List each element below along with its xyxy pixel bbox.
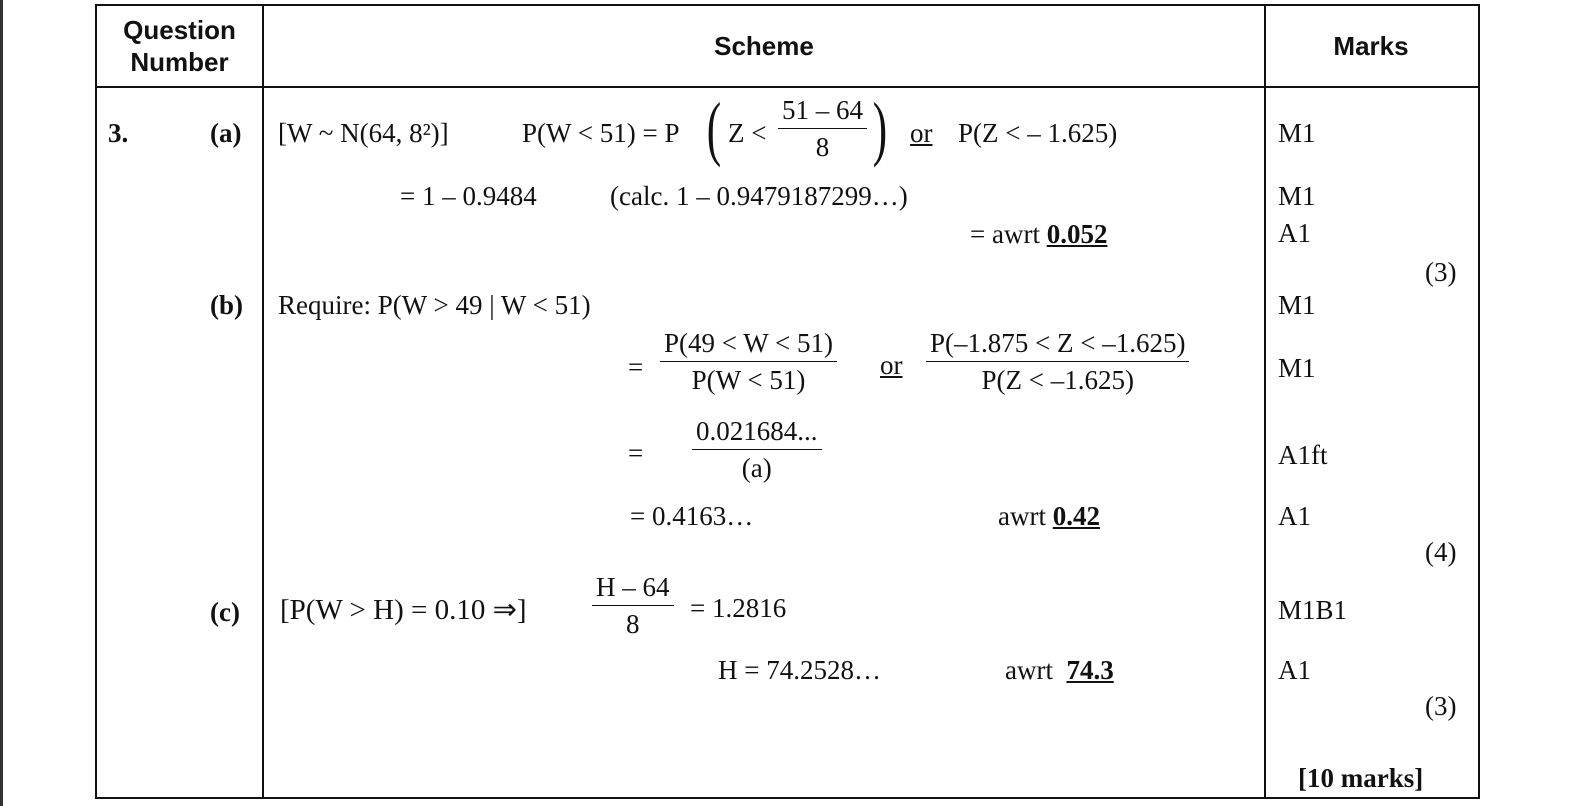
equals: = xyxy=(628,438,644,468)
awrt-label: = awrt xyxy=(970,219,1040,249)
part-a-distribution: [W ~ N(64, 8²)] xyxy=(278,118,449,148)
part-b-require: Require: P(W > 49 | W < 51) xyxy=(278,290,591,320)
part-total: (4) xyxy=(1425,537,1457,567)
fraction-denominator: 8 xyxy=(626,609,640,639)
equals: = xyxy=(628,352,644,382)
part-b-awrt: awrt 0.42 xyxy=(998,501,1100,531)
part-a-probability: P(W < 51) = P xyxy=(522,118,680,148)
part-b-fraction-1: P(49 < W < 51) P(W < 51) xyxy=(660,328,837,395)
part-c-rhs: = 1.2816 xyxy=(690,593,787,623)
mark: A1 xyxy=(1278,655,1311,685)
mark: M1 xyxy=(1278,290,1316,320)
mark: M1 xyxy=(1278,181,1316,211)
part-c-fraction: H – 64 8 xyxy=(592,572,674,639)
part-a-fraction: 51 – 64 8 xyxy=(778,95,867,162)
part-total: (3) xyxy=(1425,257,1457,287)
part-total: (3) xyxy=(1425,691,1457,721)
part-a-or: or xyxy=(910,118,933,148)
mark: A1 xyxy=(1278,218,1311,248)
fraction-denominator: (a) xyxy=(741,453,772,483)
part-a-alt: P(Z < – 1.625) xyxy=(958,118,1118,148)
fraction-numerator: 0.021684... xyxy=(692,416,822,450)
header-divider xyxy=(95,86,1478,88)
part-b-fraction-3: 0.021684... (a) xyxy=(692,416,822,483)
mark: M1 xyxy=(1278,353,1316,383)
answer: 0.052 xyxy=(1046,219,1108,249)
column-divider xyxy=(262,4,264,797)
answer: 74.3 xyxy=(1066,655,1114,685)
part-c-given: [P(W > H) = 0.10 ⇒] xyxy=(280,594,527,626)
header-question-number: Question Number xyxy=(123,15,236,77)
question-number: 3. xyxy=(108,118,129,148)
part-a-calc: (calc. 1 – 0.9479187299…) xyxy=(610,181,908,211)
awrt-label: awrt xyxy=(1005,655,1053,685)
mark: A1 xyxy=(1278,501,1311,531)
fraction-numerator: P(49 < W < 51) xyxy=(660,328,837,362)
fraction-denominator: 8 xyxy=(815,132,830,162)
part-c-result: H = 74.2528… xyxy=(718,655,881,685)
part-a-label: (a) xyxy=(210,118,242,148)
right-paren: ) xyxy=(872,88,888,168)
fraction-numerator: H – 64 xyxy=(592,572,674,606)
answer: 0.42 xyxy=(1052,501,1100,531)
mark: A1ft xyxy=(1278,440,1328,470)
part-c-label: (c) xyxy=(210,597,240,627)
part-b-or: or xyxy=(880,350,903,380)
mark-scheme-table xyxy=(95,4,1480,799)
column-divider xyxy=(1264,4,1266,797)
awrt-label: awrt xyxy=(998,501,1046,531)
part-a-awrt: = awrt 0.052 xyxy=(970,219,1107,249)
mark: M1B1 xyxy=(1278,595,1348,625)
fraction-denominator: P(W < 51) xyxy=(691,365,806,395)
fraction-numerator: P(–1.875 < Z < –1.625) xyxy=(926,328,1190,362)
part-a-z: Z < xyxy=(728,118,767,148)
left-paren: ( xyxy=(706,88,722,168)
part-b-fraction-2: P(–1.875 < Z < –1.625) P(Z < –1.625) xyxy=(926,328,1190,395)
header-marks: Marks xyxy=(1333,31,1409,61)
mark: M1 xyxy=(1278,118,1316,148)
part-c-awrt: awrt 74.3 xyxy=(1005,655,1114,685)
part-b-result: = 0.4163… xyxy=(630,501,754,531)
grand-total: [10 marks] xyxy=(1298,763,1424,793)
header-scheme: Scheme xyxy=(714,31,814,61)
part-a-line2: = 1 – 0.9484 xyxy=(400,181,537,211)
fraction-numerator: 51 – 64 xyxy=(778,95,867,129)
part-b-label: (b) xyxy=(210,290,243,320)
fraction-denominator: P(Z < –1.625) xyxy=(981,365,1134,395)
page-edge xyxy=(0,0,3,806)
